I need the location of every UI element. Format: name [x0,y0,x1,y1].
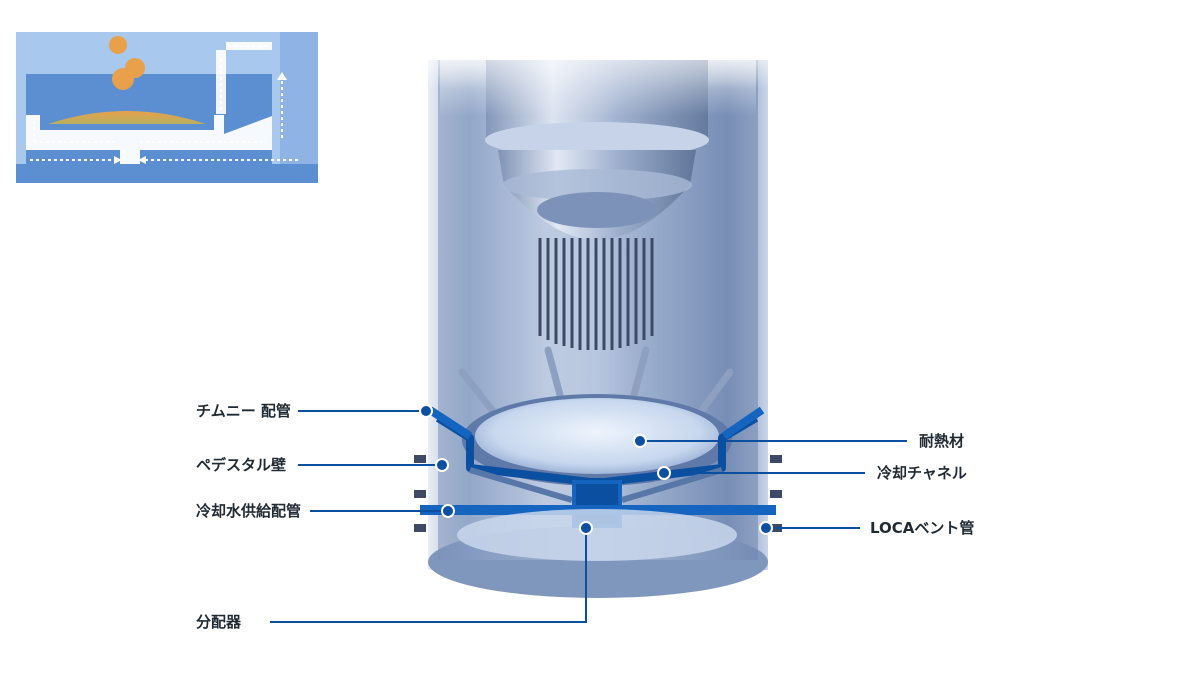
leader-dot-supply [441,504,455,518]
reactor-vessel-bottom [440,60,756,240]
label-loca-vent-pipe: LOCAベント管 [870,519,975,537]
label-refractory: 耐熱材 [919,432,965,450]
core-catcher [414,394,782,561]
label-cooling-channel: 冷却チャネル [877,464,967,482]
label-distributor: 分配器 [196,613,242,631]
label-coolant-supply-pipe: 冷却水供給配管 [196,502,302,520]
leader-dot-refractory [633,434,647,448]
leader-dot-loca [759,521,773,535]
control-rod-drives [538,238,654,350]
label-chimney-pipe: チムニー 配管 [196,402,291,420]
label-pedestal-wall: ペデスタル壁 [196,456,287,474]
leader-dot-pedestal [435,458,449,472]
leader-dot-chimney [419,404,433,418]
leader-dot-group [419,404,773,535]
leader-lines [270,410,907,623]
leader-dot-channel [657,466,671,480]
support-struts [458,346,734,414]
leader-dot-distributor [579,521,593,535]
inset-schematic [16,32,318,183]
